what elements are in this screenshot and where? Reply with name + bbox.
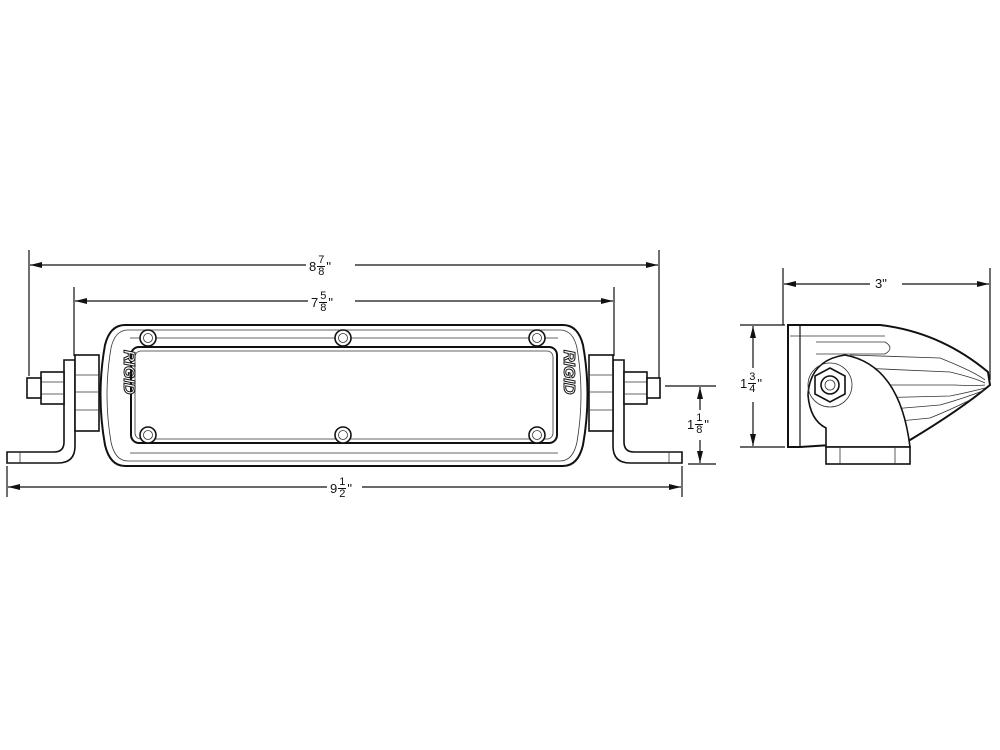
- bolts: [139, 329, 546, 444]
- light-bar-side-view: [787, 324, 992, 465]
- logo-left: RIGID: [120, 350, 137, 395]
- dimension-side-height: [740, 324, 785, 448]
- dimension-side-depth: [782, 268, 991, 380]
- label-side-depth: 3": [872, 277, 890, 290]
- dimension-overall-length: [28, 250, 660, 392]
- light-bar-front-view: RIGID RIGID: [6, 324, 683, 467]
- logo-right: RIGID: [560, 350, 577, 395]
- dimension-mount-height: [665, 385, 716, 465]
- dimension-body-length: [73, 287, 615, 356]
- dimension-bracket-length: [6, 466, 683, 497]
- connector-icon: [26, 377, 42, 399]
